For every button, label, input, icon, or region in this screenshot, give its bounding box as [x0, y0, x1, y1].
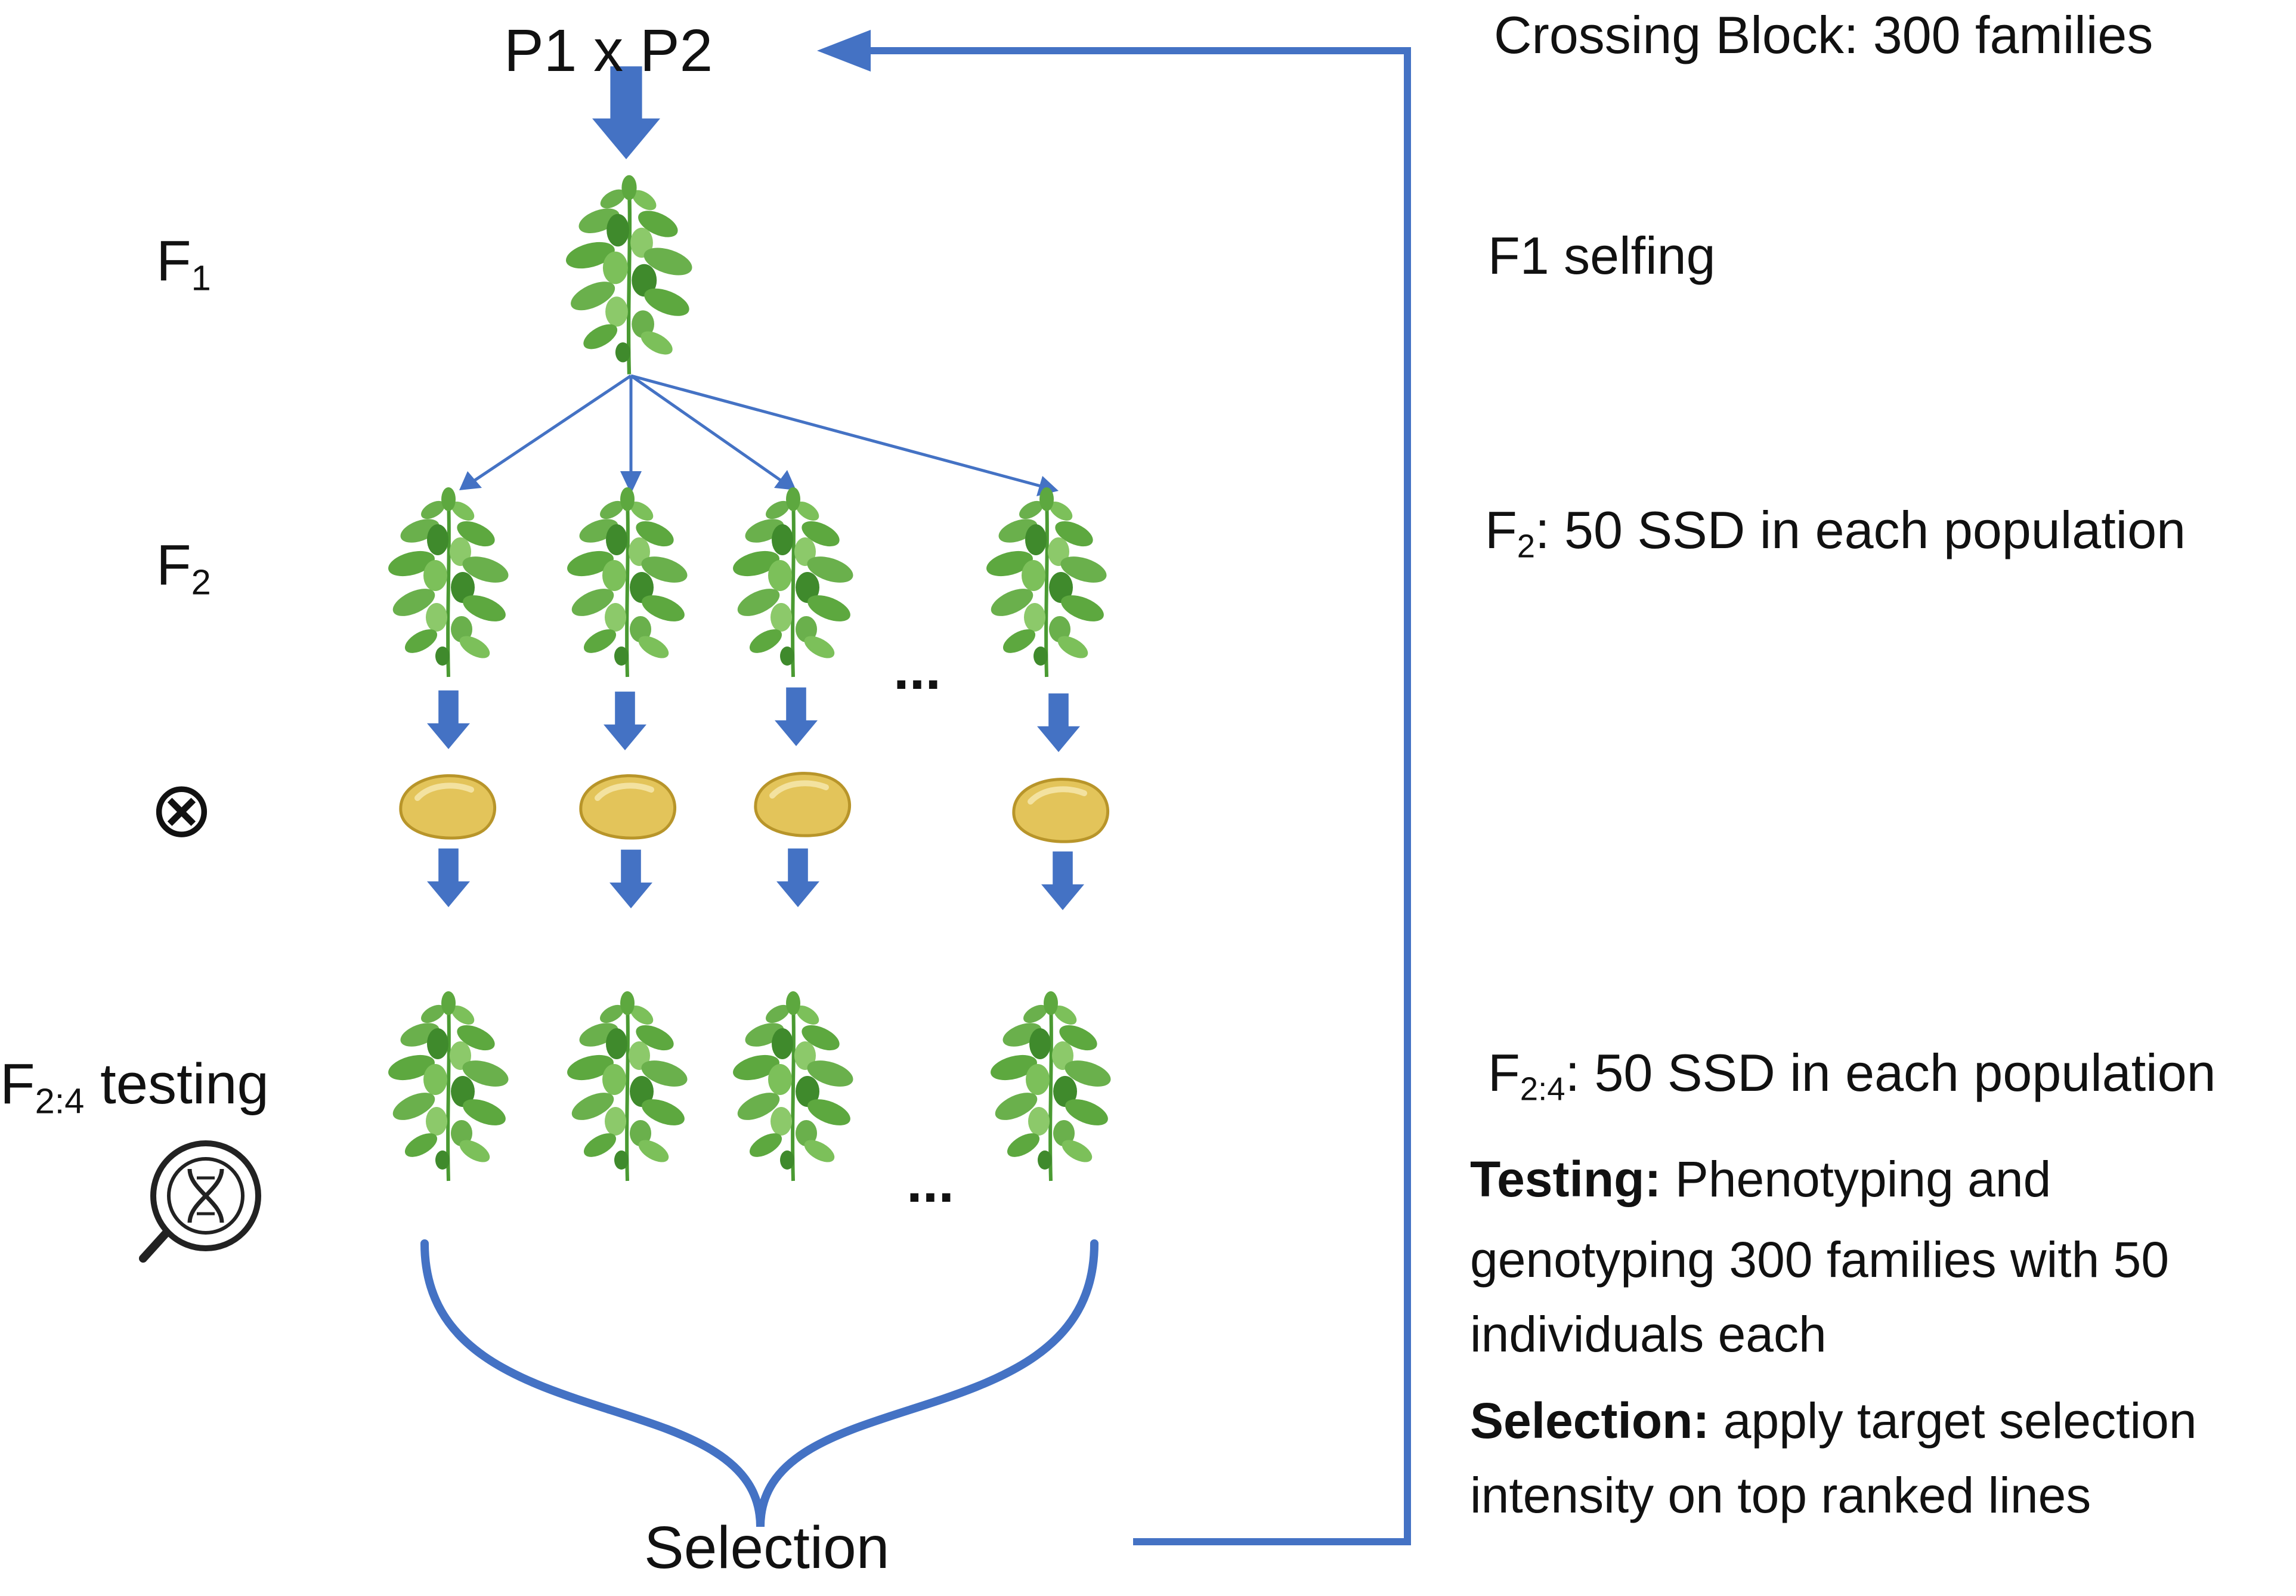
plant-icon [730, 991, 856, 1181]
note-selection-text1: apply target selection [1709, 1393, 2197, 1449]
note-testing-line1: Testing: Phenotyping and [1470, 1154, 2051, 1204]
arrow-down-icon [427, 690, 470, 749]
generation-label-f2: F2 [156, 537, 211, 600]
ellipsis-f24: ... [906, 1150, 955, 1214]
note-selection-title: Selection: [1470, 1393, 1710, 1449]
plant-icon [988, 991, 1113, 1181]
generation-subscript: 2:4 [35, 1081, 85, 1121]
note-selection-line1: Selection: apply target selection [1470, 1396, 2197, 1446]
note-generation-subscript: 2:4 [1520, 1071, 1565, 1108]
selection-label: Selection [644, 1514, 890, 1581]
note-crossing-block: Crossing Block: 300 families [1494, 5, 2153, 64]
plant-icon [563, 175, 695, 375]
arrow-down-icon [776, 848, 819, 907]
note-f24: F2:4: 50 SSD in each population [1488, 1047, 2216, 1106]
generation-label-f24: F2:4 testing [0, 1056, 269, 1119]
plant-icon [564, 991, 690, 1181]
ellipsis-f2: ... [893, 638, 942, 701]
generation-suffix: testing [84, 1052, 269, 1116]
plant-icon [385, 487, 511, 677]
generation-base: F [0, 1052, 35, 1116]
note-f1-selfing: F1 selfing [1488, 226, 1716, 285]
seed-icon [581, 776, 675, 839]
cross-label: P1 x P2 [504, 17, 713, 84]
note-generation-subscript: 2 [1517, 528, 1536, 565]
note-text: : 50 SSD in each population [1535, 500, 2186, 559]
generation-subscript: 1 [191, 258, 211, 298]
generation-subscript: 2 [191, 562, 211, 602]
selection-brace [420, 1239, 1099, 1527]
plant-icon [983, 487, 1109, 677]
note-text: : 50 SSD in each population [1565, 1043, 2216, 1102]
branch-arrows [459, 374, 1059, 496]
arrow-down-icon [609, 849, 652, 908]
plant-icon [385, 991, 511, 1181]
selfing-symbol: ⊗ [149, 764, 214, 855]
note-generation-base: F [1488, 1043, 1520, 1102]
generation-base: F [156, 229, 191, 293]
note-f2: F2: 50 SSD in each population [1485, 504, 2186, 563]
note-testing-text1: Phenotyping and [1661, 1151, 2051, 1207]
seed-icon [401, 776, 495, 839]
arrow-down-icon [604, 691, 646, 750]
arrow-down-icon [775, 687, 818, 746]
generation-label-f1: F1 [156, 233, 211, 296]
seed-icon [756, 774, 850, 836]
dna-magnifier-icon [139, 1140, 261, 1263]
plant-icon [730, 487, 856, 677]
arrow-down-icon [1037, 693, 1080, 752]
note-selection-line2: intensity on top ranked lines [1470, 1467, 2091, 1523]
note-testing-title: Testing: [1470, 1151, 1661, 1207]
note-testing-line2: genotyping 300 families with 50 [1470, 1232, 2170, 1288]
arrow-down-icon [1041, 851, 1084, 910]
seed-icon [1014, 780, 1108, 842]
note-testing-line3: individuals each [1470, 1306, 1827, 1362]
generation-base: F [156, 533, 191, 597]
arrow-down-icon [427, 848, 470, 907]
feedback-arrowhead [817, 30, 871, 72]
note-generation-base: F [1485, 500, 1517, 559]
feedback-line [865, 47, 1411, 1545]
plant-icon [564, 487, 690, 677]
